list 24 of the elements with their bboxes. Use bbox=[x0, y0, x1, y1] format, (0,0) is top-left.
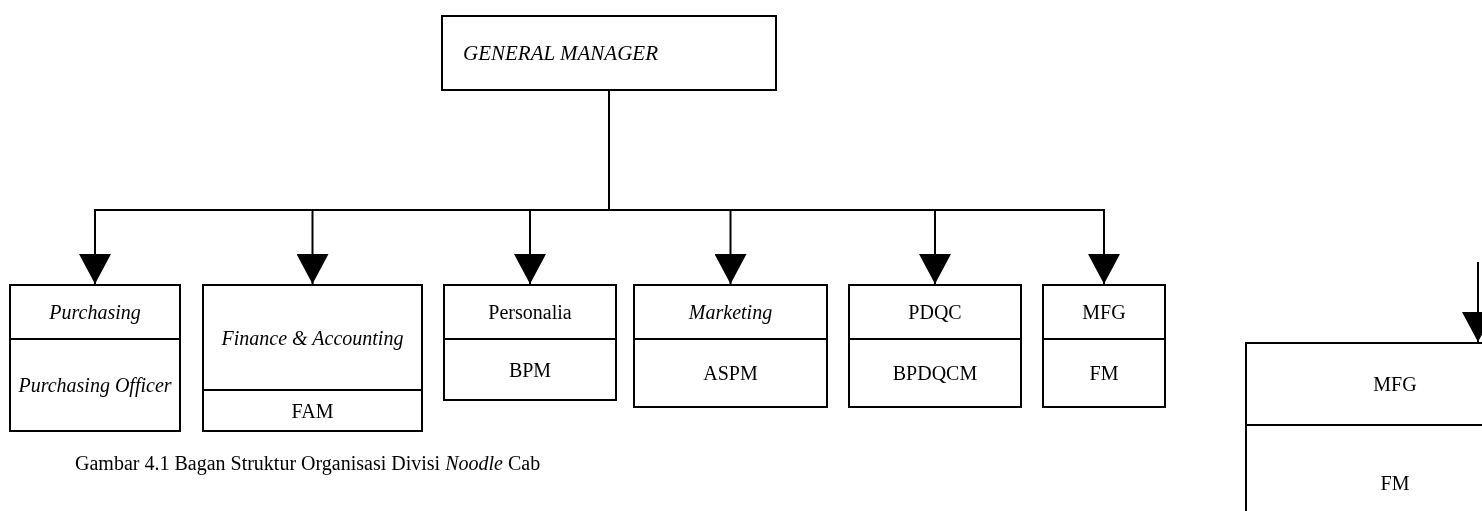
position-code: FAM bbox=[291, 398, 334, 424]
title-text: GENERAL MANAGER bbox=[463, 40, 658, 67]
connector-arrow bbox=[1462, 261, 1482, 343]
figure-caption: Gambar 4.1 Bagan Struktur Organisasi Divisi Noodle Cab bbox=[75, 452, 541, 475]
department-box bbox=[633, 284, 828, 408]
position-code: FM bbox=[1380, 471, 1410, 496]
division-name: Marketing bbox=[688, 300, 773, 326]
department-box bbox=[9, 284, 181, 432]
department-box bbox=[1042, 284, 1166, 408]
department-box bbox=[443, 284, 617, 401]
position-code: ASPM bbox=[703, 361, 758, 386]
department-box bbox=[848, 284, 1022, 408]
division-name: Purchasing bbox=[49, 300, 141, 326]
position-code: BPDQCM bbox=[892, 361, 978, 386]
division-name: Personalia bbox=[488, 300, 572, 325]
division-name: PDQC bbox=[908, 300, 962, 325]
division-name: Finance & Accounting bbox=[220, 325, 405, 352]
position-code: FM bbox=[1089, 361, 1119, 386]
position-code: Purchasing Officer bbox=[18, 373, 172, 399]
division-name: MFG bbox=[1373, 372, 1417, 397]
position-code: BPM bbox=[508, 357, 552, 383]
division-name: MFG bbox=[1082, 300, 1126, 325]
department-box bbox=[202, 284, 423, 432]
manager-box bbox=[441, 15, 777, 91]
